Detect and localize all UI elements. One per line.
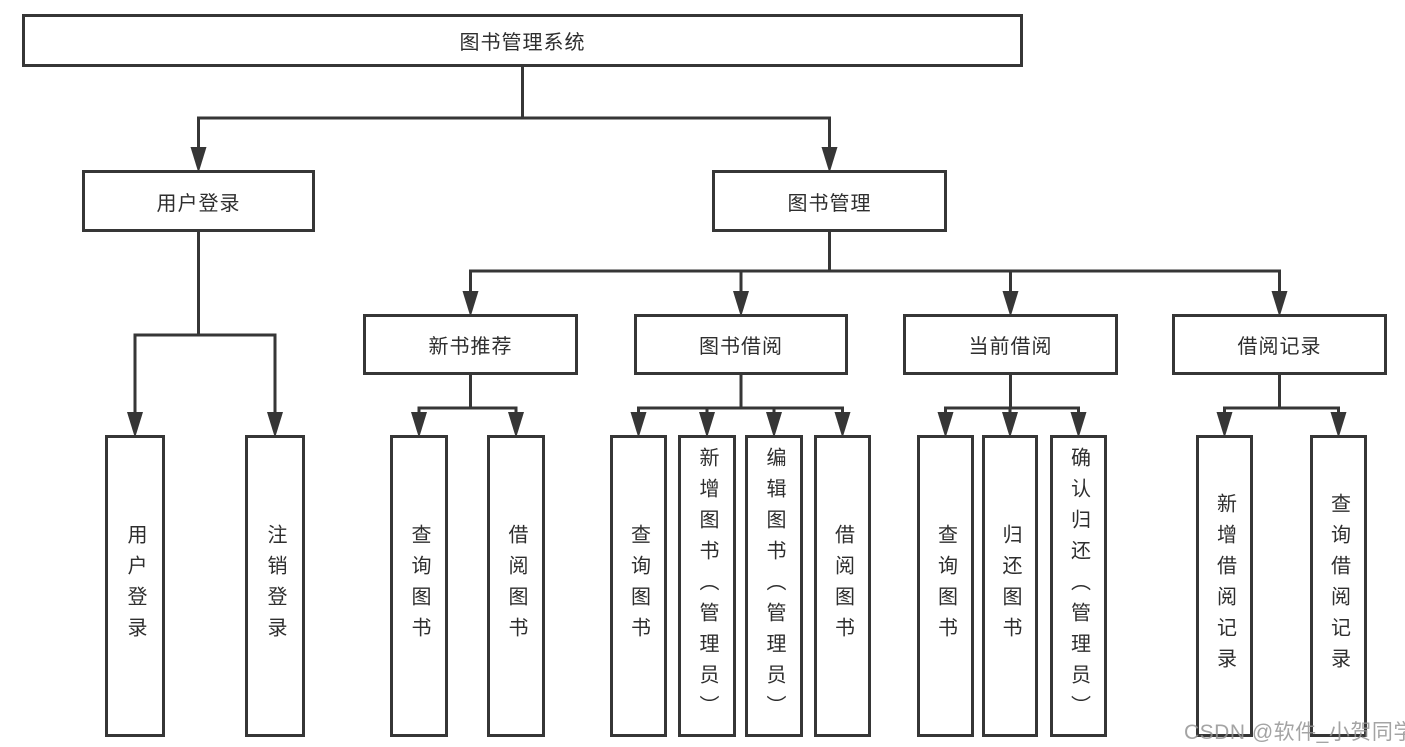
node-label: 查询借阅记录	[1327, 493, 1350, 679]
node-new-book-rec: 新书推荐	[363, 314, 578, 375]
node-label: 编辑图书（管理员）	[763, 446, 785, 726]
node-label: 查询图书	[408, 524, 430, 648]
node-bb-query-book: 查询图书	[610, 435, 667, 737]
node-label: 用户登录	[124, 524, 146, 648]
node-cb-query-book: 查询图书	[917, 435, 974, 737]
node-cb-confirm-return: 确认归还（管理员）	[1050, 435, 1107, 737]
node-label: 新增借阅记录	[1213, 493, 1236, 679]
node-label: 查询图书	[627, 524, 650, 648]
node-label: 借阅图书	[505, 524, 527, 648]
node-label: 查询图书	[934, 524, 957, 648]
node-bb-add-book: 新增图书（管理员）	[678, 435, 736, 737]
node-user-login: 用户登录	[82, 170, 315, 232]
node-book-borrow: 图书借阅	[634, 314, 848, 375]
node-current-borrow: 当前借阅	[903, 314, 1118, 375]
node-label: 确认归还（管理员）	[1067, 446, 1090, 726]
node-rec-borrow-book: 借阅图书	[487, 435, 545, 737]
node-rec-query-book: 查询图书	[390, 435, 448, 737]
node-br-query-record: 查询借阅记录	[1310, 435, 1367, 737]
node-label: 当前借阅	[968, 336, 1053, 358]
node-borrow-records: 借阅记录	[1172, 314, 1387, 375]
csdn-watermark: CSDN @软件_小贺同学	[1184, 721, 1405, 744]
node-label: 归还图书	[999, 524, 1021, 648]
node-logout: 注销登录	[245, 435, 305, 737]
node-label: 借阅图书	[831, 524, 854, 648]
node-label: 新增图书（管理员）	[696, 446, 718, 726]
node-bb-borrow-book: 借阅图书	[814, 435, 871, 737]
node-label: 图书管理	[787, 192, 872, 215]
node-book-mgmt: 图书管理	[712, 170, 947, 232]
node-br-add-record: 新增借阅记录	[1196, 435, 1253, 737]
node-label: 图书管理系统	[459, 32, 586, 54]
node-cb-return-book: 归还图书	[982, 435, 1038, 737]
node-label: 图书借阅	[699, 336, 783, 358]
node-label: 用户登录	[156, 192, 241, 215]
node-bb-edit-book: 编辑图书（管理员）	[745, 435, 803, 737]
node-label: 借阅记录	[1237, 336, 1322, 358]
node-root: 图书管理系统	[22, 14, 1023, 67]
node-login: 用户登录	[105, 435, 165, 737]
node-label: 新书推荐	[428, 336, 513, 358]
node-label: 注销登录	[264, 524, 286, 648]
